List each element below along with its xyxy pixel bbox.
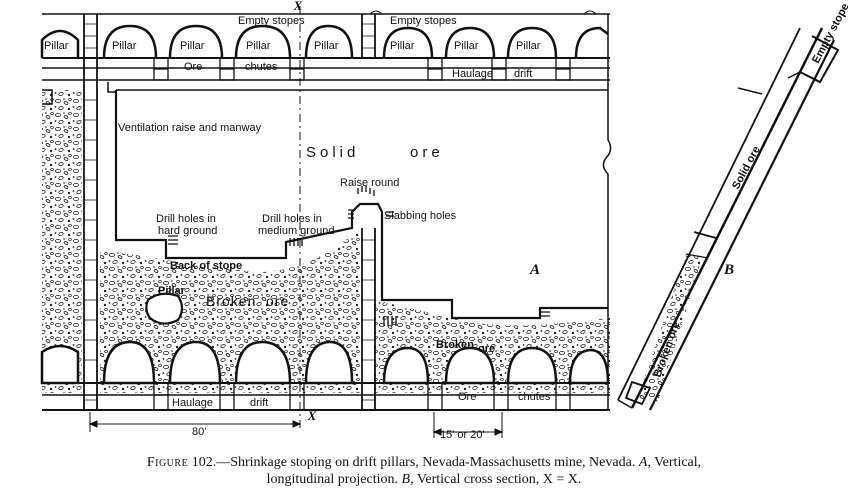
label-raise-round: Raise round bbox=[340, 177, 399, 189]
label-slabbing-holes: Slabbing holes bbox=[384, 210, 457, 222]
caption-a-ref: A, bbox=[638, 455, 651, 470]
back-of-stope-outline bbox=[114, 90, 608, 320]
label-broken: Broken bbox=[206, 293, 256, 309]
drill-hole-marks bbox=[168, 186, 550, 326]
label-pillar-4: Pillar bbox=[246, 40, 271, 52]
label-ore-small: ore bbox=[478, 343, 495, 355]
label-drift-top: drift bbox=[514, 68, 532, 80]
label-ventilation-raise: Ventilation raise and manway bbox=[118, 122, 262, 134]
section-x-bottom: X bbox=[307, 408, 317, 423]
label-ore-bottom: Ore bbox=[458, 391, 476, 403]
label-drill-medium-1: Drill holes in bbox=[262, 213, 322, 225]
label-b: B bbox=[723, 262, 734, 278]
label-broken-small: Broken bbox=[436, 339, 474, 351]
caption-text-1: 102.—Shrinkage stoping on drift pillars,… bbox=[191, 455, 636, 470]
caption-b-text: Vertical cross section, X = X. bbox=[416, 472, 582, 487]
label-chutes-bottom: chutes bbox=[518, 391, 551, 403]
figure-caption-line-1: Figure 102.—Shrinkage stoping on drift p… bbox=[0, 455, 848, 471]
label-drill-hard-2: hard ground bbox=[158, 225, 217, 237]
section-x-top: X bbox=[293, 0, 303, 13]
label-pillar-3: Pillar bbox=[180, 40, 205, 52]
caption-b-ref: B, bbox=[401, 472, 414, 487]
broken-ore-main-mass bbox=[100, 228, 360, 393]
label-ore-top: Ore bbox=[184, 61, 202, 73]
label-dim-80: 80' bbox=[192, 426, 206, 438]
label-drift-bottom: drift bbox=[250, 397, 268, 409]
label-empty-stopes-left: Empty stopes bbox=[238, 15, 305, 27]
label-cross-empty-stope: Empty stope bbox=[810, 1, 848, 65]
label-dim-15: 15' or 20' bbox=[440, 429, 485, 441]
label-chutes-top: chutes bbox=[245, 61, 278, 73]
label-a: A bbox=[529, 262, 540, 278]
caption-text-2: longitudinal projection. bbox=[266, 472, 399, 487]
label-broken-ore: ore bbox=[266, 293, 289, 309]
label-pillar-6: Pillar bbox=[390, 40, 415, 52]
figure-caption-line-2: longitudinal projection. B, Vertical cro… bbox=[0, 472, 848, 488]
label-pillar-1: Pillar bbox=[44, 40, 69, 52]
label-pillar-5: Pillar bbox=[314, 40, 339, 52]
label-solid: Solid bbox=[306, 144, 359, 161]
cross-section: Empty stope Solid ore Broken ore bbox=[617, 1, 848, 411]
label-pillar-inner: Pillar bbox=[158, 285, 186, 297]
broken-ore-left-zone bbox=[42, 90, 82, 393]
label-pillar-7: Pillar bbox=[454, 40, 479, 52]
figure-label: Figure bbox=[146, 455, 189, 470]
longitudinal-projection bbox=[40, 6, 612, 438]
label-empty-stopes-right: Empty stopes bbox=[390, 15, 457, 27]
label-cross-solid-ore: Solid ore bbox=[730, 144, 763, 191]
label-drill-medium-2: medium ground bbox=[258, 225, 334, 237]
label-pillar-2: Pillar bbox=[112, 40, 137, 52]
label-pillar-8: Pillar bbox=[516, 40, 541, 52]
label-solid-ore: ore bbox=[410, 144, 444, 161]
label-haulage-top: Haulage bbox=[452, 68, 493, 80]
label-haulage-bottom: Haulage bbox=[172, 397, 213, 409]
label-back-of-stope: Back of stope bbox=[170, 260, 242, 272]
diagram-labels: X X Empty stopes Empty stopes Pillar Pil… bbox=[44, 0, 734, 441]
label-drill-hard-1: Drill holes in bbox=[156, 213, 216, 225]
remnant-pillar bbox=[145, 292, 184, 325]
caption-a-text: Vertical, bbox=[654, 455, 702, 470]
